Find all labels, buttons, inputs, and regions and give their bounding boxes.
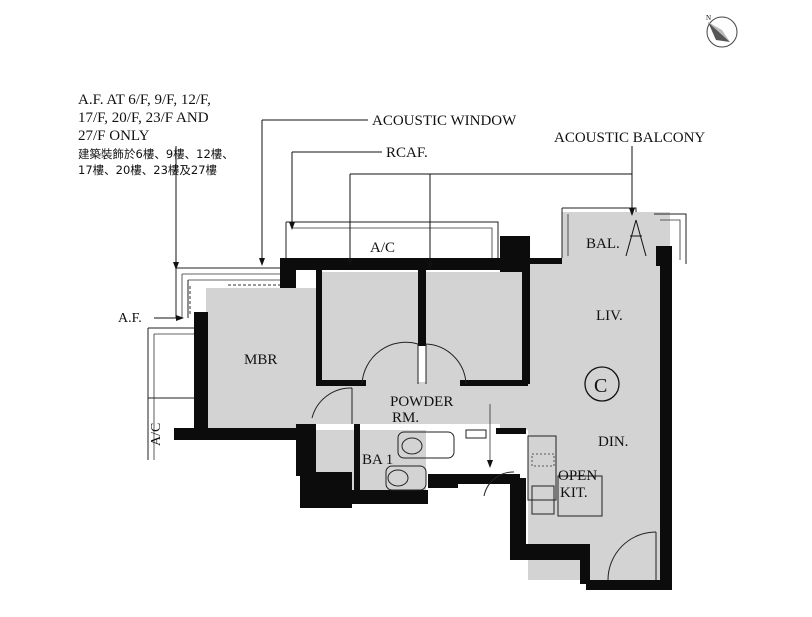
fixtures [311, 219, 657, 581]
unit-mark-circle [584, 366, 620, 402]
balcony-label: BAL. [586, 236, 620, 252]
powder-rm-label-1: POWDER [390, 394, 453, 410]
dining-label: DIN. [598, 434, 628, 450]
af-label: A.F. [118, 311, 142, 326]
af-note-cn-line-2: 17樓、20樓、23樓及27樓 [78, 163, 218, 177]
ba1-label: BA 1 [362, 452, 393, 468]
rcaf-label: RCAF. [386, 145, 428, 161]
room-fills [206, 212, 670, 580]
af-note-line-3: 27/F ONLY [78, 128, 150, 144]
open-kit-label-2: KIT. [560, 485, 588, 501]
acoustic-window-label: ACOUSTIC WINDOW [372, 113, 517, 129]
room-labels: A/C BAL. LIV. MBR C POWDER RM. DIN. BA 1… [149, 236, 628, 501]
unit-mark-label: C [594, 375, 607, 397]
living-label: LIV. [596, 308, 623, 324]
open-kit-label-1: OPEN [558, 468, 597, 484]
af-note-cn-line-1: 建築裝飾於6樓、9樓、12樓、 [78, 147, 234, 161]
annotation-texts: A.F. AT 6/F, 9/F, 12/F, 17/F, 20/F, 23/F… [78, 92, 705, 326]
ac-left-label: A/C [149, 423, 164, 446]
leader-lines [154, 119, 635, 321]
north-arrow-icon: N [706, 14, 738, 48]
walls [174, 236, 672, 590]
powder-rm-label-2: RM. [392, 410, 419, 426]
af-note-line-2: 17/F, 20/F, 23/F AND [78, 110, 209, 126]
acoustic-balcony-label: ACOUSTIC BALCONY [554, 130, 705, 146]
north-label: N [706, 14, 711, 22]
af-note-line-1: A.F. AT 6/F, 9/F, 12/F, [78, 92, 211, 108]
mbr-label: MBR [244, 352, 277, 368]
ac-top-label: A/C [370, 240, 395, 256]
